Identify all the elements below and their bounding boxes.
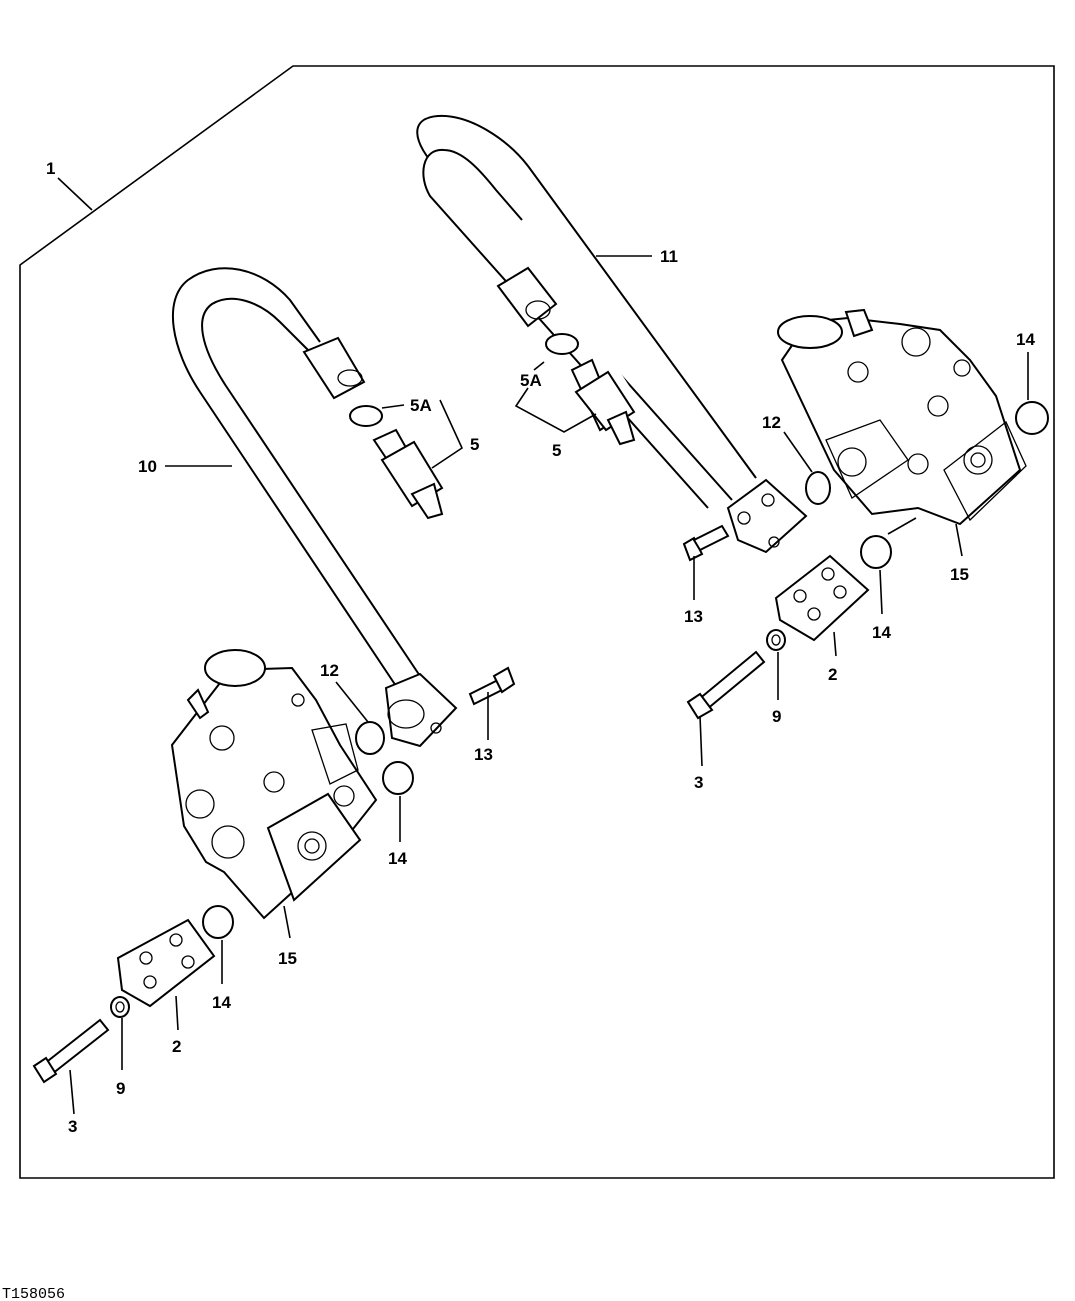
pump-15-left	[170, 649, 378, 920]
callout-14-right-b: 14	[872, 623, 891, 642]
callout-5a-left: 5A	[410, 396, 432, 415]
callout-10: 10	[138, 457, 157, 476]
leader-3-left	[69, 1069, 75, 1115]
leader-3-right	[699, 715, 703, 767]
leader-5-right	[514, 387, 597, 433]
callout-1: 1	[46, 159, 55, 178]
oring-12-left	[355, 721, 385, 755]
callout-5a-right: 5A	[520, 371, 542, 390]
flange-2-left	[116, 918, 216, 1008]
callout-13-left: 13	[474, 745, 493, 764]
leader-5-left	[431, 399, 464, 469]
kit-outline	[19, 65, 1055, 1179]
tube-10	[171, 267, 458, 748]
callout-13-right: 13	[684, 607, 703, 626]
tube-11	[416, 114, 808, 554]
leader-14-right-b	[879, 569, 883, 615]
leader-12-left	[335, 681, 369, 723]
leader-15-right	[955, 523, 963, 557]
callout-3-right: 3	[694, 773, 703, 792]
oring-5a-right	[545, 333, 579, 355]
washer-9-right	[766, 629, 786, 651]
callout-15-left: 15	[278, 949, 297, 968]
callout-2-left: 2	[172, 1037, 181, 1056]
callout-3-left: 3	[68, 1117, 77, 1136]
figure-id: T158056	[2, 1286, 65, 1301]
leader-15-left	[283, 905, 291, 939]
leader-2-right	[833, 631, 837, 657]
oring-14-left-b	[202, 905, 234, 939]
bolt-3-left	[32, 1018, 110, 1084]
oring-14-right-b	[860, 535, 892, 569]
pump-15-right	[777, 308, 1027, 526]
oring-14-right-a	[1015, 401, 1049, 435]
callout-14-right-a: 14	[1016, 330, 1035, 349]
callout-14-left-a: 14	[388, 849, 407, 868]
leader-2-left	[175, 995, 179, 1031]
leader-12-right	[783, 431, 813, 473]
flange-2-right	[774, 554, 870, 642]
leader-5a-left	[381, 404, 405, 409]
callout-14-left-b: 14	[212, 993, 231, 1012]
leader-5a-right	[533, 361, 545, 371]
callout-5-right: 5	[552, 441, 561, 460]
callout-9-left: 9	[116, 1079, 125, 1098]
oring-5a-left	[349, 405, 383, 427]
oring-14-left-a	[382, 761, 414, 795]
bolt-13-left	[468, 666, 516, 706]
callout-2-right: 2	[828, 665, 837, 684]
fitting-5-right	[570, 358, 636, 446]
fitting-5-left	[372, 428, 444, 520]
bolt-13-right	[682, 524, 730, 562]
oring-12-right	[805, 471, 831, 505]
callout-11: 11	[660, 247, 678, 266]
callout-9-right: 9	[772, 707, 781, 726]
callout-15-right: 15	[950, 565, 969, 584]
washer-9-left	[110, 996, 130, 1018]
leader-1	[57, 177, 93, 211]
callout-12-right: 12	[762, 413, 781, 432]
bolt-3-right	[686, 650, 766, 720]
callout-12-left: 12	[320, 661, 339, 680]
callout-5-left: 5	[470, 435, 479, 454]
